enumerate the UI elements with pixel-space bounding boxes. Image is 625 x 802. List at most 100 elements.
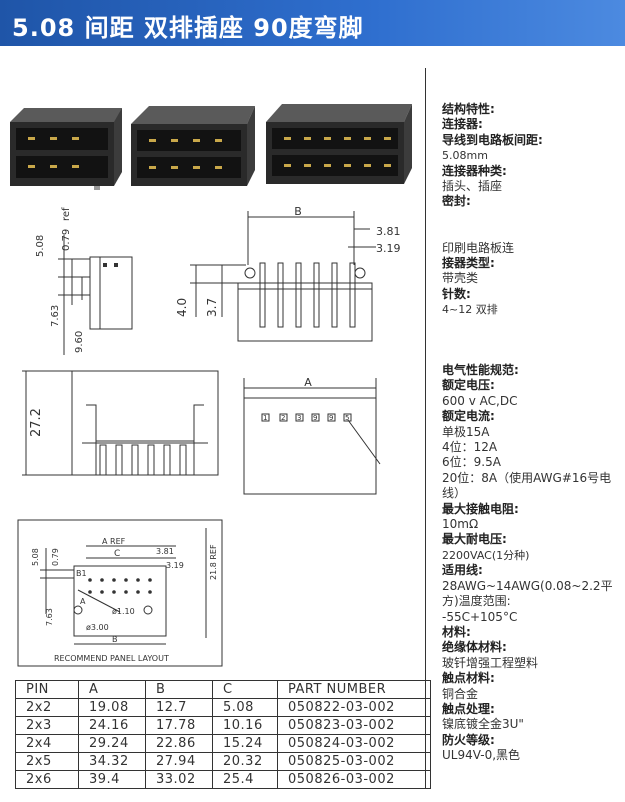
spec-value: 方)温度范围: xyxy=(442,594,511,609)
table-cell: 5.08 xyxy=(212,698,278,717)
spec-value: UL94V-0,黑色 xyxy=(442,748,521,763)
front-view-drawing: B 3.81 3.19 4.0 3.7 xyxy=(175,205,401,342)
col-header-a: A xyxy=(78,680,146,699)
spec-heading: 针数: xyxy=(442,286,471,301)
table-cell: 15.24 xyxy=(212,734,278,753)
spec-heading: 最大耐电压: xyxy=(442,532,507,547)
page-title: 5.08 间距 双排插座 90度弯脚 xyxy=(12,14,364,42)
table-cell: 050823-03-002 xyxy=(277,716,431,735)
dim-5-08: 5.08 xyxy=(35,235,46,257)
dim-7-63-panel: 7.63 xyxy=(45,608,54,626)
spec-heading: 材料: xyxy=(442,624,471,639)
table-cell: 050826-03-002 xyxy=(277,770,431,789)
table-cell: 39.4 xyxy=(78,770,146,789)
spec-heading: 最大接触电阻: xyxy=(442,501,519,516)
spec-value: 插头、插座 xyxy=(442,179,503,194)
spec-value: 4位：12A xyxy=(442,440,498,455)
connector-photo-2x6 xyxy=(266,104,412,184)
divider-line xyxy=(425,68,426,788)
spec-value: 镍底镀全金3U" xyxy=(442,717,524,732)
connector-photo-2x4 xyxy=(131,106,255,186)
table-cell: 22.86 xyxy=(145,734,213,753)
table-cell: 2x2 xyxy=(15,698,79,717)
dim-b-panel: B xyxy=(112,635,118,644)
col-header-part-number: PART NUMBER xyxy=(277,680,431,699)
table-cell: 24.16 xyxy=(78,716,146,735)
table-cell: 10.16 xyxy=(212,716,278,735)
title-banner: 5.08 间距 双排插座 90度弯脚 xyxy=(0,0,625,46)
dim-b: B xyxy=(294,205,302,218)
col-header-c: C xyxy=(212,680,278,699)
dim-3-7: 3.7 xyxy=(205,298,219,317)
pin-label: 9 xyxy=(329,414,333,422)
table-cell: 29.24 xyxy=(78,734,146,753)
spec-value: 线） xyxy=(442,486,467,501)
spec-heading: 额定电压: xyxy=(442,378,495,393)
table-cell: 20.32 xyxy=(212,752,278,771)
spec-heading: 密封: xyxy=(442,194,471,209)
spec-heading: 电气性能规范: xyxy=(442,363,519,377)
dim-27-2: 27.2 xyxy=(29,408,44,437)
spec-value: 600 v AC,DC xyxy=(442,393,518,408)
dim-a: A xyxy=(304,376,312,389)
pin-label: 5 xyxy=(345,414,349,422)
spec-value: 铜合金 xyxy=(442,686,479,701)
spec-heading: 连接器: xyxy=(442,117,483,132)
spec-heading: 连接器种类: xyxy=(442,163,507,178)
table-cell: 050825-03-002 xyxy=(277,752,431,771)
table-cell: 2x5 xyxy=(15,752,79,771)
dim-3-81-panel: 3.81 xyxy=(156,547,174,556)
label-a: A xyxy=(80,597,86,606)
dim-5-08-panel: 5.08 xyxy=(31,548,40,566)
dim-0-79-panel: 0.79 xyxy=(51,548,60,566)
dim-c: C xyxy=(114,549,120,559)
spec-heading: 触点处理: xyxy=(442,701,495,716)
spec-value: 玻钎增强工程塑料 xyxy=(442,655,539,670)
pin-label: 9 xyxy=(313,414,317,422)
spec-value xyxy=(442,210,618,225)
spec-heading: 触点材料: xyxy=(442,671,495,686)
spec-heading: 接器类型: xyxy=(442,256,495,271)
spec-heading: 绝缘体材料: xyxy=(442,640,507,655)
spec-heading: 额定电流: xyxy=(442,409,495,424)
spec-heading: 防火等级: xyxy=(442,732,495,747)
spec-value xyxy=(442,225,618,240)
dim-4-0: 4.0 xyxy=(175,298,189,317)
col-header-b: B xyxy=(145,680,213,699)
spec-value: 5.08mm xyxy=(442,149,488,163)
dim-3-81: 3.81 xyxy=(376,225,401,238)
spec-value: 20位：8A（使用AWG#16号电 xyxy=(442,470,612,485)
dim-0-79: 0.79 xyxy=(61,229,72,251)
pin-label: 1 xyxy=(263,414,267,422)
table-cell: 19.08 xyxy=(78,698,146,717)
table-cell: 050822-03-002 xyxy=(277,698,431,717)
table-cell: 2x6 xyxy=(15,770,79,789)
dim-9-60: 9.60 xyxy=(74,331,85,353)
end-view-drawing: A 1 2 3 9 9 5 xyxy=(243,376,381,495)
table-header-row: PIN A B C PART NUMBER xyxy=(15,680,431,699)
connector-photo-2x3 xyxy=(10,108,122,190)
panel-layout-drawing: A REF C 3.81 3.19 B1 A ø1.10 ø3.00 B 5.0… xyxy=(17,519,223,667)
spec-value: 6位：9.5A xyxy=(442,455,501,470)
dim-ref: ref xyxy=(61,207,72,221)
spec-value: 28AWG~14AWG(0.08~2.2平 xyxy=(442,578,613,593)
table-cell: 27.94 xyxy=(145,752,213,771)
dim-7-63: 7.63 xyxy=(50,305,61,327)
spec-heading: 适用线: xyxy=(442,563,483,578)
side-view-drawing: 5.08 0.79 ref 7.63 9.60 xyxy=(35,207,133,355)
dim-3-19: 3.19 xyxy=(376,242,401,255)
spec-value: -55C+105°C xyxy=(442,609,518,624)
spec-value: 带壳类 xyxy=(442,271,479,286)
dim-a-ref: A REF xyxy=(102,537,126,546)
dim-3-19-panel: 3.19 xyxy=(166,561,184,570)
table-cell: 34.32 xyxy=(78,752,146,771)
spec-value: 4~12 双排 xyxy=(442,303,498,317)
dim-dia-1-10: ø1.10 xyxy=(112,607,135,616)
